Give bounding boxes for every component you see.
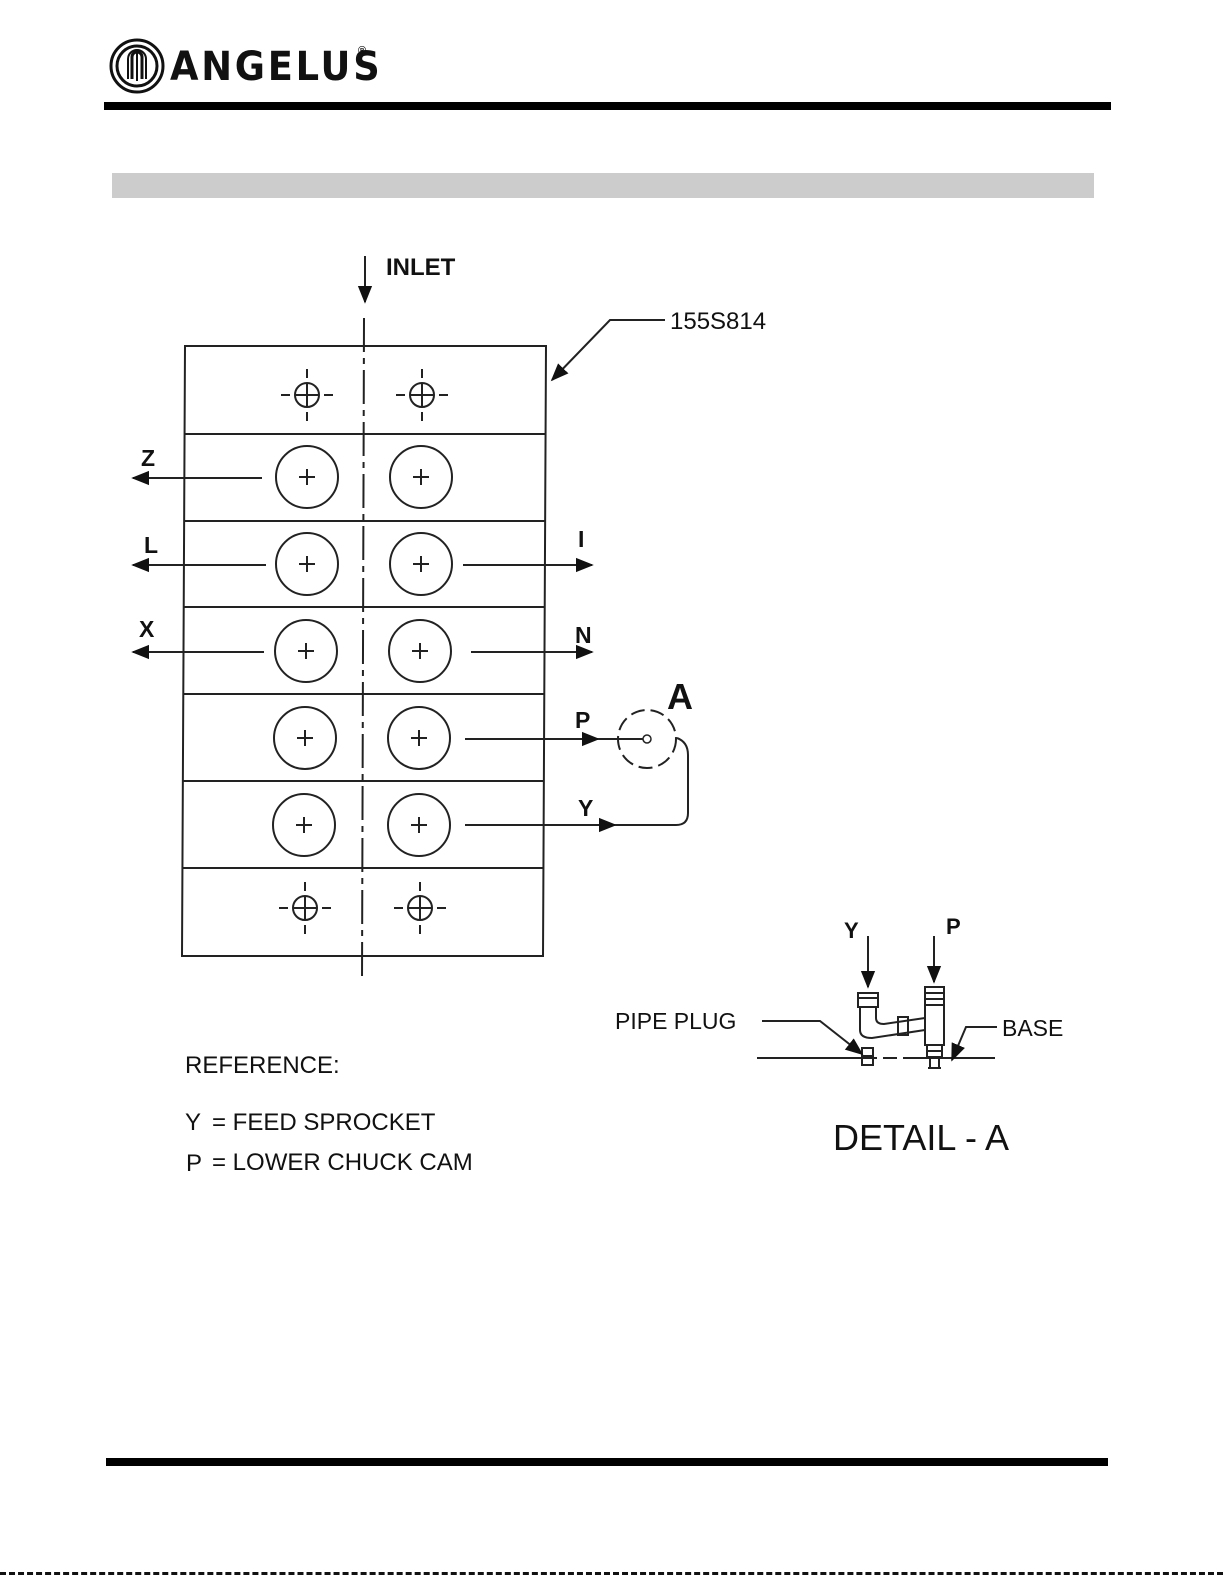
outlet-label-l: L: [144, 532, 158, 558]
tee-fitting: [925, 1005, 944, 1045]
outlet-label-p: P: [575, 707, 590, 733]
reference-text-p: = LOWER CHUCK CAM: [212, 1149, 473, 1176]
outlet-port-i: [390, 533, 452, 595]
elbow-pipe-inner: [876, 1007, 925, 1024]
base-leader: [952, 1027, 997, 1060]
outlet-label-n: N: [575, 622, 592, 648]
outlet-port-p: [388, 707, 450, 769]
reference-text-y: = FEED SPROCKET: [212, 1109, 436, 1136]
outlet-port: [274, 707, 336, 769]
outlet-port-x: [275, 620, 337, 682]
outlet-label-y: Y: [578, 795, 593, 821]
outlet-label-x: X: [139, 616, 155, 642]
detail-label-p: P: [946, 914, 961, 939]
y-fitting-nut: [858, 993, 878, 1007]
reference-heading: REFERENCE:: [185, 1052, 340, 1079]
outlet-label-z: Z: [141, 445, 155, 471]
centerline: [362, 318, 364, 982]
reference-key-y: Y: [185, 1109, 201, 1136]
reference-key-p: P: [186, 1150, 202, 1177]
footer-rule: [106, 1458, 1108, 1466]
plugged-port-symbol: [394, 882, 446, 934]
outlet-port: [390, 446, 452, 508]
outlet-port-l: [276, 533, 338, 595]
y-line-to-detail: [615, 738, 688, 825]
part-number-leader: [552, 320, 665, 380]
inlet-label: INLET: [386, 254, 456, 281]
outlet-port-z-left: [276, 446, 338, 508]
outlet-port: [273, 794, 335, 856]
pipe-plug-leader: [762, 1021, 862, 1054]
detail-a-callout-label: A: [667, 676, 693, 717]
detail-a-drawing: [757, 936, 997, 1068]
base-label: BASE: [1002, 1015, 1063, 1041]
detail-label-y: Y: [844, 918, 859, 943]
detail-a-title: DETAIL - A: [833, 1117, 1009, 1158]
outlet-port-n: [389, 620, 451, 682]
plugged-port-symbol: [279, 882, 331, 934]
outlet-label-i: I: [578, 526, 584, 552]
page-cut-line: [0, 1572, 1223, 1575]
p-fitting-nut: [925, 987, 944, 1005]
plugged-port-symbol: [396, 369, 448, 421]
pipe-plug-label: PIPE PLUG: [615, 1008, 736, 1034]
detail-a-center-point: [643, 735, 651, 743]
part-number-label: 155S814: [670, 308, 766, 335]
outlet-port-y: [388, 794, 450, 856]
plugged-port-symbol: [281, 369, 333, 421]
